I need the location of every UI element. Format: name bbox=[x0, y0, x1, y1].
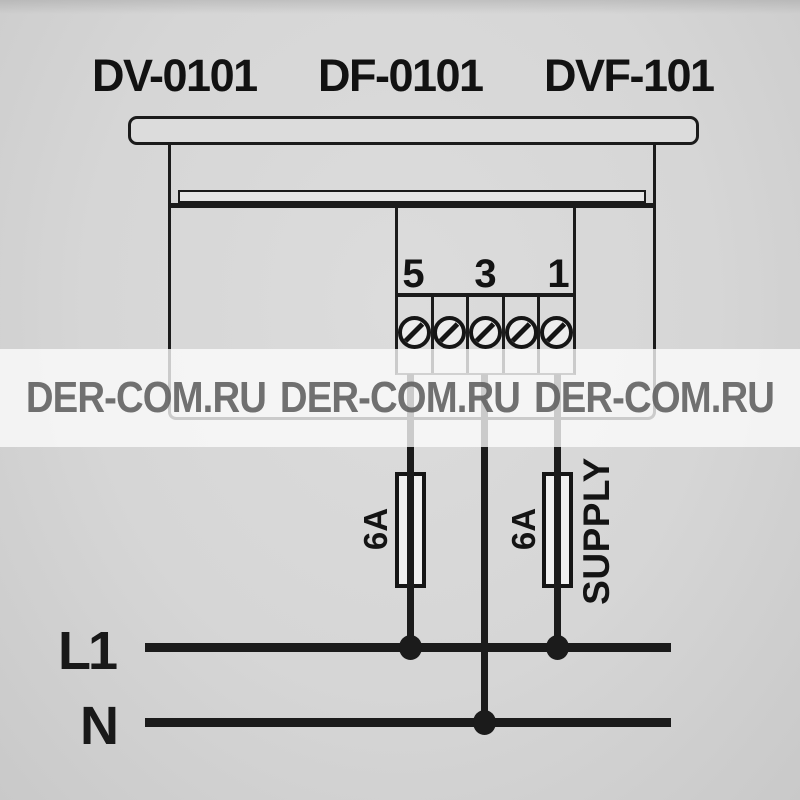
terminal-screw-icon bbox=[397, 316, 431, 349]
screw-slot-line bbox=[474, 322, 496, 343]
terminal-cell bbox=[433, 297, 470, 373]
terminal-screw-icon bbox=[540, 316, 574, 349]
terminal-screw-icon bbox=[433, 316, 467, 349]
line-label-n: N bbox=[80, 696, 119, 756]
display-slot bbox=[178, 190, 646, 203]
supply-label: SUPPLY bbox=[576, 457, 617, 605]
wire-terminal-3 bbox=[481, 374, 488, 727]
model-label-dvf101: DVF-101 bbox=[544, 50, 715, 101]
line-label-l1: L1 bbox=[58, 621, 118, 681]
panel-separator-line bbox=[168, 203, 656, 208]
screw-slot-line bbox=[403, 322, 425, 343]
junction-dot bbox=[473, 710, 496, 735]
wire-terminal-1 bbox=[554, 374, 561, 654]
screw-slot-line bbox=[439, 322, 460, 343]
model-label-df0101: DF-0101 bbox=[318, 50, 484, 101]
junction-dot bbox=[399, 635, 422, 660]
model-label-dv0101: DV-0101 bbox=[92, 50, 258, 101]
terminal-screw-icon bbox=[504, 316, 538, 349]
terminal-cell bbox=[397, 297, 434, 373]
watermark-instance: DER-COM.RU bbox=[279, 373, 521, 422]
terminal-label-1: 1 bbox=[547, 252, 569, 296]
line-n bbox=[145, 718, 671, 727]
terminal-block-bottom-line bbox=[395, 293, 576, 297]
watermark-overlay: DER-COM.RU DER-COM.RU DER-COM.RU bbox=[0, 349, 800, 447]
fuse-rating-label-right: 6A bbox=[505, 507, 542, 551]
junction-dot bbox=[546, 635, 569, 660]
watermark-instance: DER-COM.RU bbox=[533, 373, 775, 422]
terminal-cell bbox=[468, 297, 505, 373]
terminal-cells bbox=[395, 297, 576, 375]
fuse-rating-label-left: 6A bbox=[357, 507, 394, 551]
terminal-block bbox=[395, 208, 576, 294]
terminal-cell bbox=[504, 297, 541, 373]
watermark-instance: DER-COM.RU bbox=[25, 373, 267, 422]
terminal-cell bbox=[540, 297, 574, 373]
terminal-label-3: 3 bbox=[474, 252, 496, 296]
screw-slot-line bbox=[510, 322, 531, 343]
panel-bezel bbox=[128, 116, 699, 145]
wire-terminal-5 bbox=[407, 374, 414, 654]
terminal-label-5: 5 bbox=[402, 252, 424, 296]
watermark-text: DER-COM.RU DER-COM.RU DER-COM.RU bbox=[25, 373, 775, 423]
terminal-screw-icon bbox=[468, 316, 502, 349]
screw-slot-line bbox=[545, 322, 567, 343]
